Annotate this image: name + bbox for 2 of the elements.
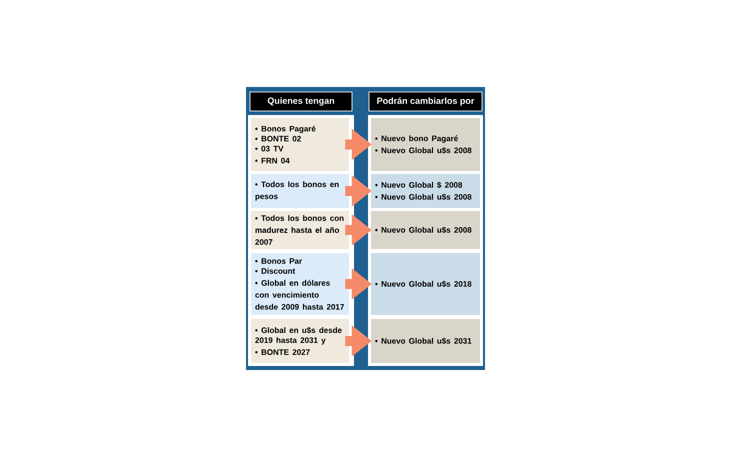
- column-header: Quienes tengan: [250, 92, 352, 112]
- column-header: Podrán cambiarlos por: [368, 92, 482, 112]
